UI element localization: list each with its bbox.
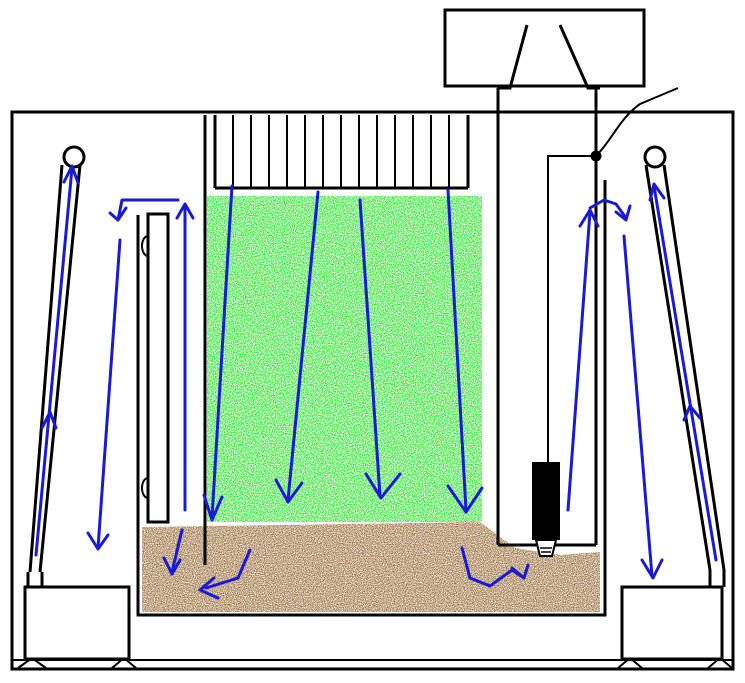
light-grille [232, 115, 450, 188]
power-cable [595, 87, 679, 157]
cabinet-outline [10, 110, 735, 671]
air-tube-icon [547, 155, 596, 545]
float-ball-icon [62, 145, 86, 169]
flow-arrows [34, 164, 718, 600]
substrate-layer [142, 522, 600, 612]
left-overflow-tube [23, 145, 131, 661]
float-ball-icon [643, 145, 667, 169]
plant-zone [207, 196, 482, 522]
heater-icon [532, 462, 560, 557]
pump-icon [620, 585, 724, 661]
light-hood [203, 115, 470, 565]
pump-icon [23, 585, 131, 661]
right-overflow-tube [620, 145, 726, 661]
left-filter-panel [141, 212, 170, 524]
